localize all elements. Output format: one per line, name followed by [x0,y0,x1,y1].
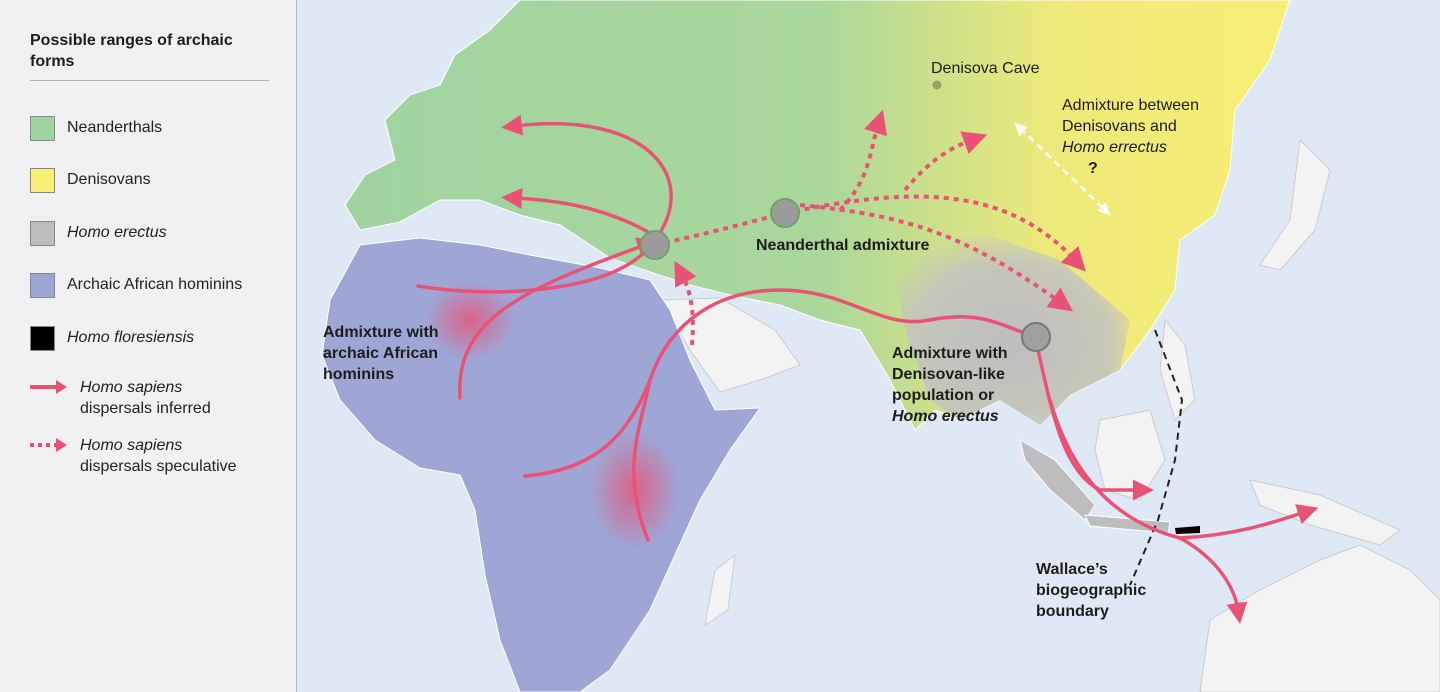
legend-label: Homo sapiens [80,437,183,454]
dispersal-arrow-solid [458,237,659,400]
admixture-point-central-asia [770,198,800,228]
dispersal-arrow-dotted [903,131,988,192]
legend-label: Neanderthals [67,119,163,136]
legend-title: Possible ranges of archaic forms [30,32,233,70]
wallace-line [1129,329,1184,586]
admixture-point-near-east [640,230,670,260]
solid-arrow-icon [30,380,67,394]
label-admixture-african: Admixture with archaic African hominins [323,324,439,383]
madagascar-landmass [704,553,736,627]
philippines-landmass [1159,318,1196,421]
dotted-arrow-icon [30,438,67,452]
dispersal-arrow-dotted [799,203,1073,312]
label-wallace-boundary: Wallace’s biogeographic boundary [1036,561,1147,620]
legend-panel: Possible ranges of archaic forms Neander… [0,0,297,692]
label-denisova-cave: Denisova Cave [931,60,1040,77]
dispersal-fan [425,280,515,360]
denisovans-swatch [30,167,55,193]
archaic-african-swatch [30,272,55,298]
homo-erectus-range [890,225,1130,425]
dispersal-arrow-solid [416,243,652,294]
dispersal-arrow-solid [1178,536,1248,624]
dispersal-arrow-solid [631,378,652,542]
dispersal-arrow-dotted [674,260,697,346]
legend-item-archaic-african: Archaic African hominins [30,272,242,298]
world-map [298,0,1440,692]
label-admixture-denisovan-like: Admixture with Denisovan-like population… [892,345,1008,425]
legend-item-homo-erectus: Homo erectus [30,220,167,246]
admixture-point-southeast-asia [1021,322,1051,352]
homo-floresiensis-swatch [30,325,55,351]
legend-label: Homo erectus [67,224,167,241]
label-neanderthal-admixture: Neanderthal admixture [756,237,930,254]
legend-label: Homo floresiensis [67,329,195,346]
dispersal-arrow-solid [1048,398,1319,540]
legend-label: Archaic African hominins [67,276,243,293]
dispersal-arrow-solid [501,187,650,234]
dispersal-arrow-solid [523,288,1037,478]
legend-label: dispersals inferred [80,400,211,417]
neanderthals-swatch [30,115,55,141]
legend-label: dispersals speculative [80,458,237,475]
new-guinea-landmass [1249,479,1401,546]
legend-item-denisovans: Denisovans [30,167,151,193]
dispersal-arrow-dotted [838,109,887,212]
legend-label: Denisovans [67,171,151,188]
admixture-double-arrow [1014,122,1111,216]
legend-divider [30,80,269,81]
legend-item-neanderthals: Neanderthals [30,115,162,141]
japan-landmass [1259,138,1331,271]
denisova-cave-marker [932,80,942,90]
dispersal-arrow-dotted [784,194,1086,272]
flores-landmass [1175,526,1200,534]
sumatra-landmass [1019,438,1096,521]
homo-erectus-swatch [30,220,55,246]
label-admixture-denisovans-erectus: Admixture between Denisovans and Homo er… [1062,97,1199,177]
legend-item-homo-floresiensis: Homo floresiensis [30,325,194,351]
legend-label: Homo sapiens [80,379,183,396]
arabia-landmass [659,297,801,393]
dispersal-arrow-solid [501,114,673,242]
